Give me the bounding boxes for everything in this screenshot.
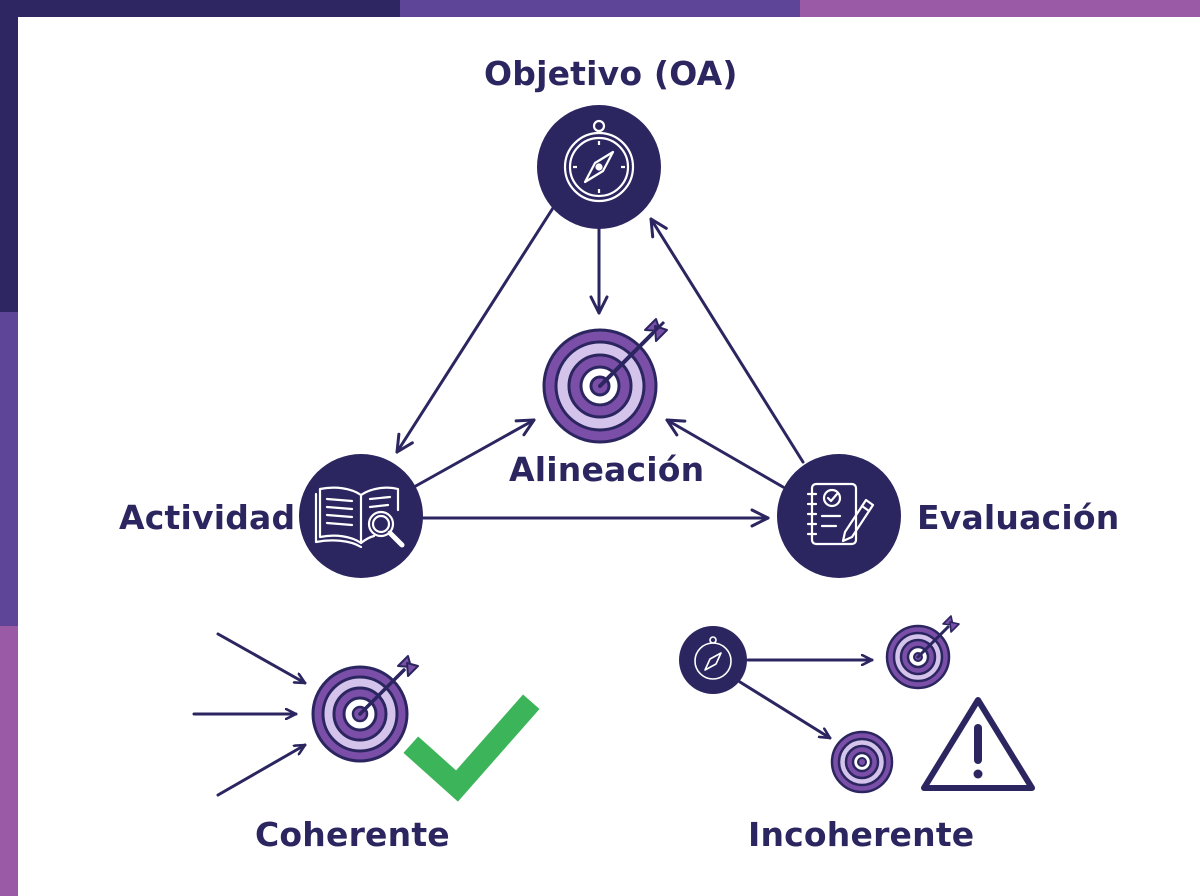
arrow-coherente-1 [216,632,307,685]
node-objetivo [537,105,661,229]
frame-bar-left-3 [0,626,18,896]
incoherente-compass-icon [679,626,747,694]
frame-bar-top-2 [400,0,800,17]
book-magnifier-icon [314,486,405,549]
checkmark-icon [403,694,540,802]
frame-bar-left-2 [0,312,18,626]
arrow-actividad-to-alineacion [412,418,536,489]
notebook-pencil-icon [806,482,875,546]
example-incoherente [679,615,1035,794]
node-actividad [299,454,423,578]
example-label-incoherente: Incoherente [748,815,975,854]
example-label-coherente: Coherente [255,815,450,854]
arrow-evaluacion-to-alineacion [665,418,785,489]
node-evaluacion [777,454,901,578]
triangle-arrows [395,206,805,528]
warning-icon [921,697,1035,791]
target-icon [542,318,668,444]
compass-icon [563,119,635,203]
example-coherente [192,632,540,802]
arrow-incoherente-2 [738,680,832,740]
coherente-target-icon [311,655,419,763]
incoherente-target-top-icon [885,615,960,690]
frame-bar-top-1 [0,0,400,17]
node-label-objetivo: Objetivo (OA) [484,54,738,93]
arrow-objetivo-to-actividad [395,206,555,454]
arrow-evaluacion-to-objetivo [649,217,805,464]
arrow-coherente-3 [216,743,307,797]
node-alineacion [542,318,668,444]
frame-bar-top-3 [800,0,1200,17]
node-label-evaluacion: Evaluación [917,498,1120,537]
node-label-alineacion: Alineación [509,450,705,489]
frame-bar-left-1 [0,0,18,312]
incoherente-target-bottom-icon [830,730,894,794]
node-label-actividad: Actividad [119,498,296,537]
